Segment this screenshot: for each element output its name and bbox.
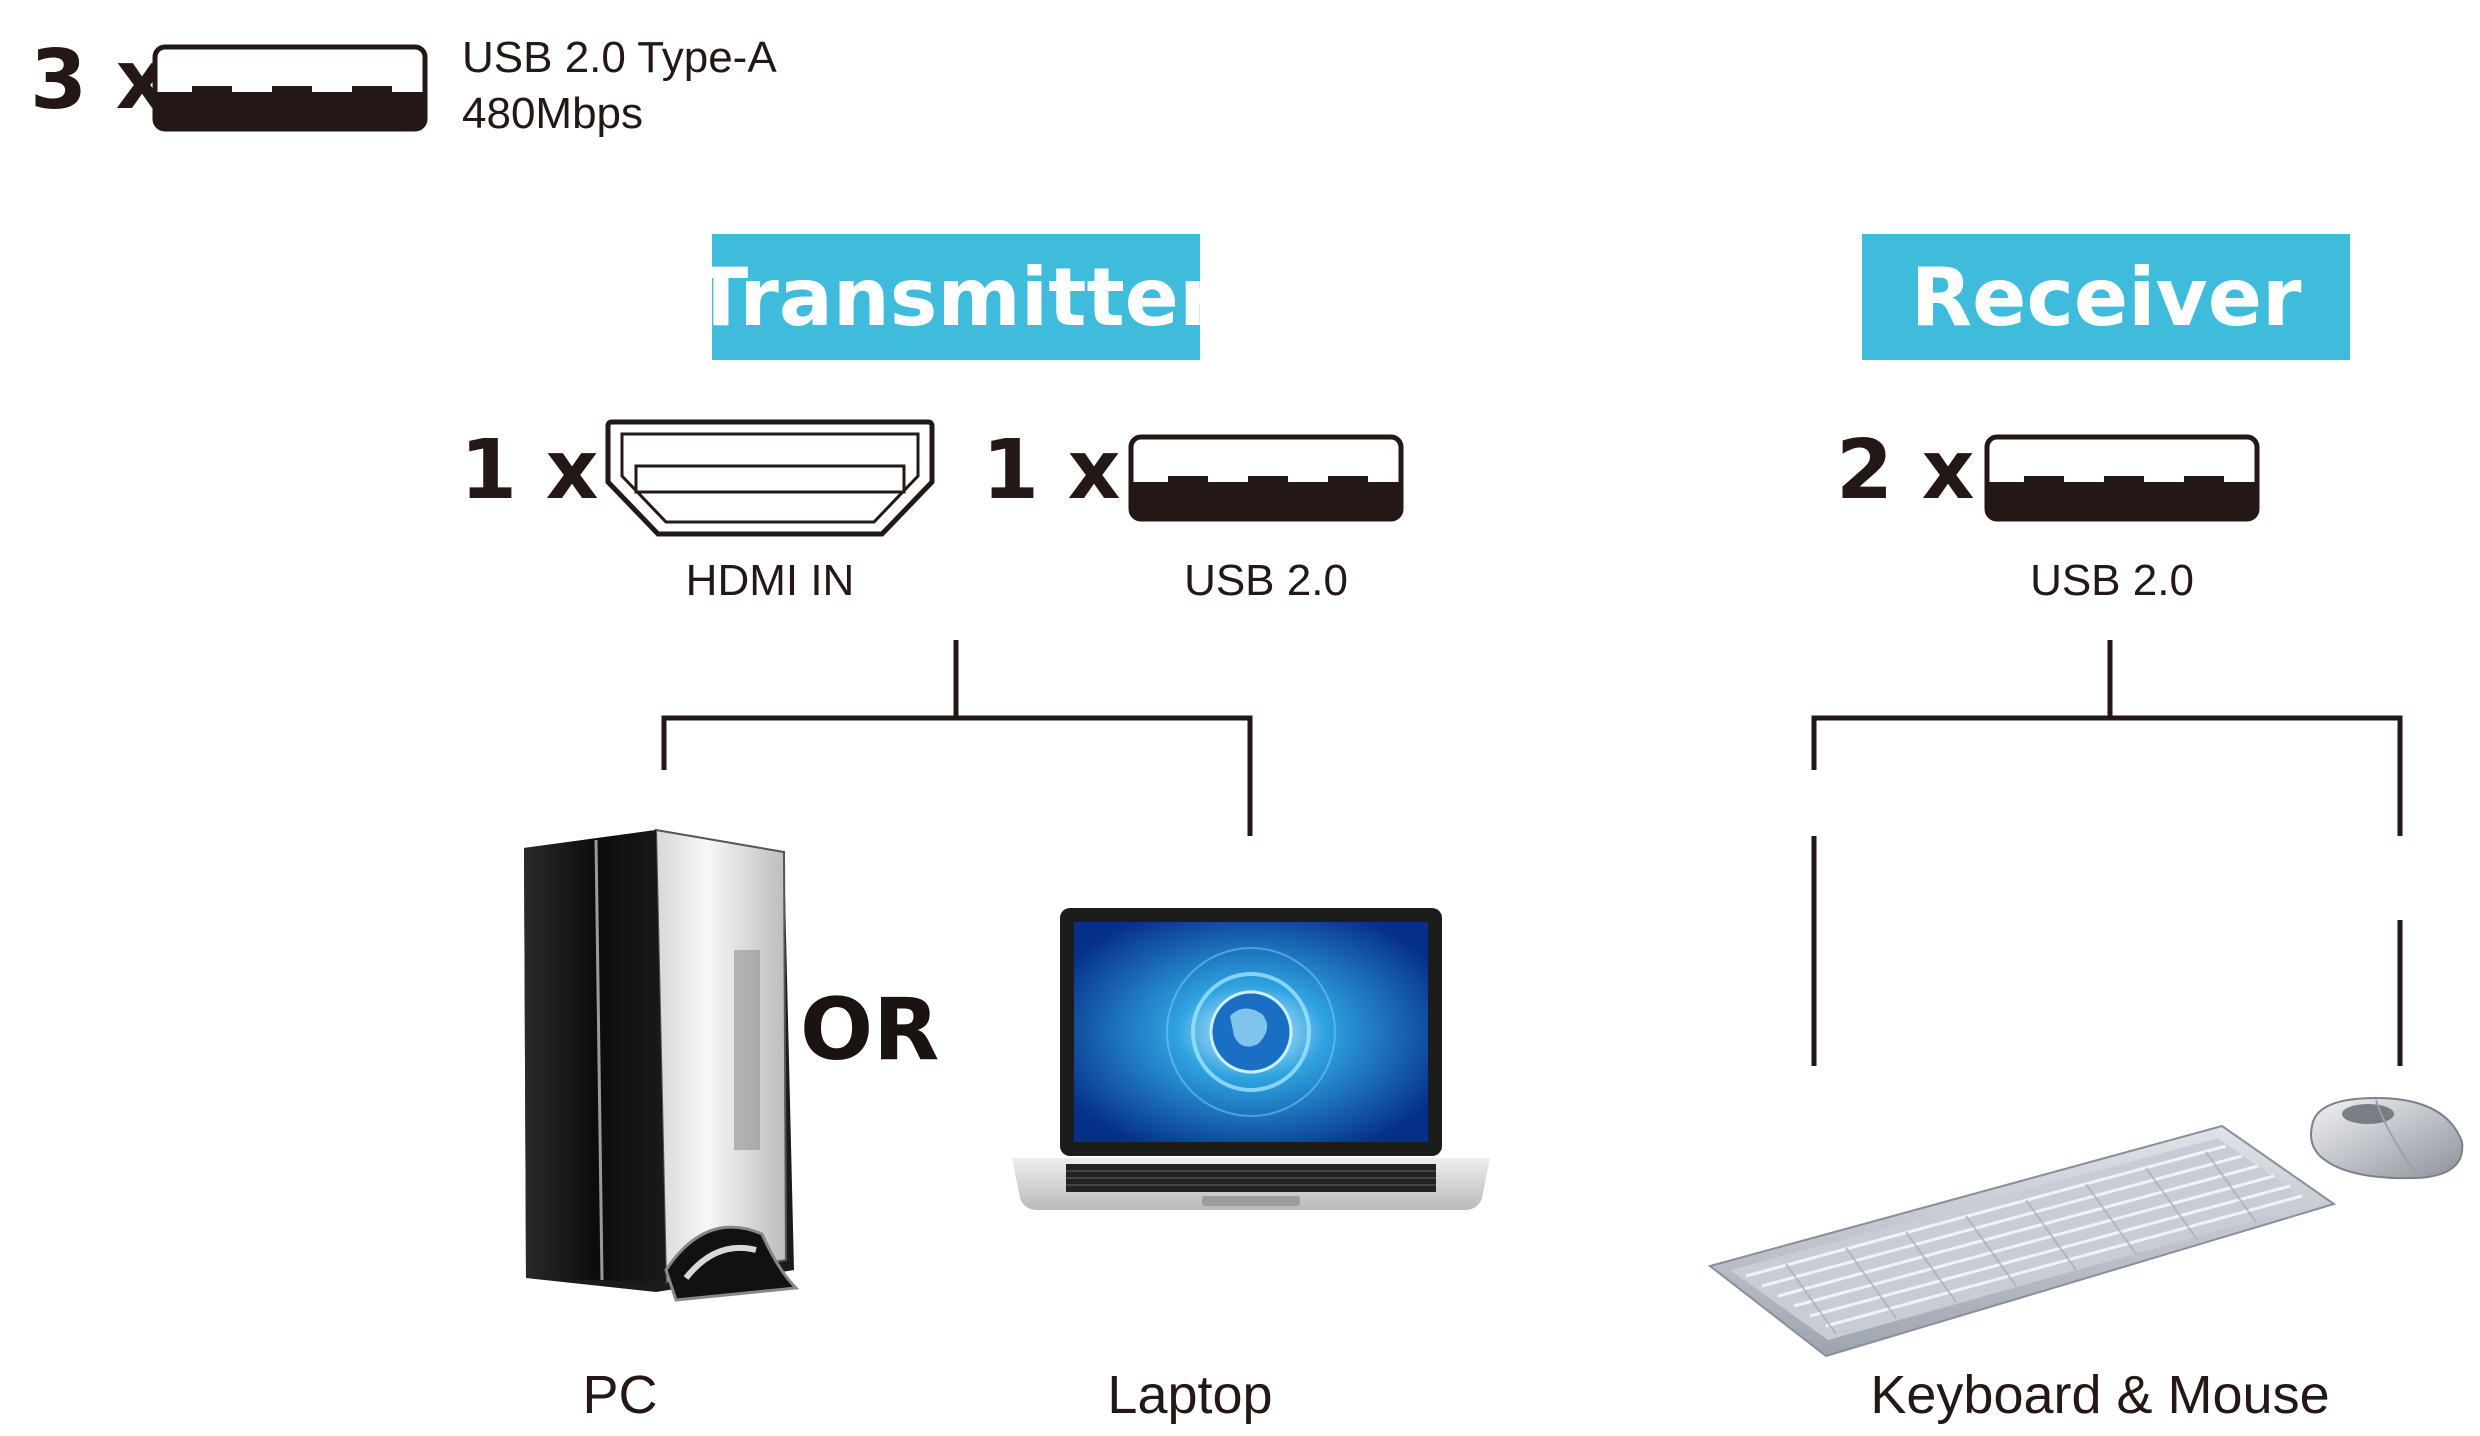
transmitter-title: Transmitter [694, 234, 1218, 360]
rx-usb-count: 2 x [1836, 423, 1975, 518]
hdmi-count: 1 x [460, 423, 599, 518]
keyboard-icon [1707, 1124, 2337, 1358]
legend-spec-line1: USB 2.0 Type-A [462, 33, 777, 82]
hdmi-port-icon [605, 419, 935, 537]
tx-usb-count: 1 x [982, 423, 1121, 518]
usb-port-icon [1128, 434, 1404, 522]
laptop-label: Laptop [1107, 1365, 1273, 1425]
mouse-icon [2310, 1096, 2464, 1180]
usb-port-icon [152, 44, 428, 132]
usb-port-icon [1984, 434, 2260, 522]
laptop-icon [1012, 908, 1490, 1210]
legend-count: 3 x [30, 33, 169, 128]
receiver-title: Receiver [1862, 234, 2350, 360]
hdmi-label: HDMI IN [685, 556, 855, 605]
tx-usb-label: USB 2.0 [1184, 556, 1348, 605]
legend-spec: USB 2.0 Type-A 480Mbps [462, 30, 777, 143]
legend-spec-line2: 480Mbps [462, 89, 644, 139]
rx-usb-label: USB 2.0 [2030, 556, 2194, 605]
pc-tower-icon [524, 828, 800, 1302]
or-text: OR [800, 980, 940, 1080]
pc-label: PC [582, 1365, 658, 1425]
keyboard-mouse-label: Keyboard & Mouse [1870, 1365, 2330, 1425]
